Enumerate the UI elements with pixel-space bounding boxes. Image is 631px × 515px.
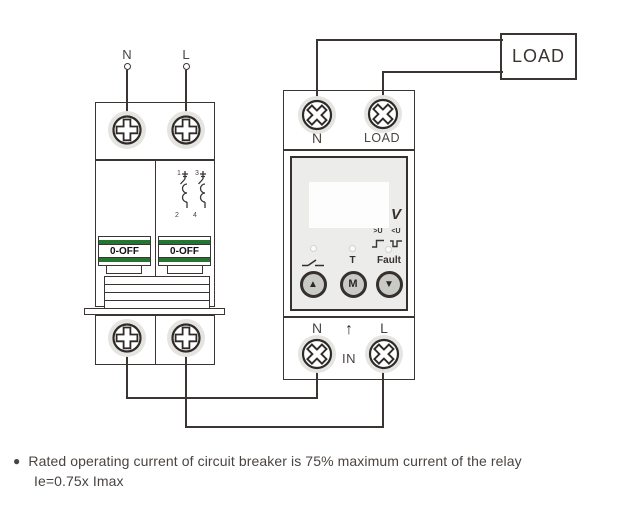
toggle-spacer xyxy=(159,262,210,265)
breaker-pole-divider xyxy=(155,160,156,276)
lcd-display xyxy=(309,182,389,228)
supply-l-terminal-icon xyxy=(182,63,190,70)
toggle-green-stripe xyxy=(159,240,210,244)
toggle-spacer xyxy=(99,262,150,265)
breaker-supply-l-label: L xyxy=(182,47,190,62)
breaker-toggle-left-label: 0-OFF xyxy=(99,244,150,258)
cross-screw-icon xyxy=(298,335,336,373)
fault-label: Fault xyxy=(377,255,401,266)
breaker-toggle-right: 0-OFF xyxy=(158,236,211,266)
bullet-icon: ● xyxy=(13,454,21,468)
tie-bar-line xyxy=(105,284,209,285)
relay-face-panel: V >U <U T Fault xyxy=(290,156,408,311)
cross-screw-icon xyxy=(298,96,336,134)
undervoltage-wave-icon xyxy=(390,240,402,248)
toggle-green-stripe xyxy=(159,258,210,262)
breaker-din-flange xyxy=(84,308,225,315)
pole-number-1: 1 xyxy=(177,170,181,177)
phillips-screw-icon xyxy=(167,319,205,357)
relay-bottom-n-label: N xyxy=(311,320,323,336)
toggle-spacer xyxy=(159,237,210,240)
input-arrow-icon: ↑ xyxy=(345,321,353,338)
breaker-tie-bar xyxy=(104,276,210,309)
breaker-toggle-left-step xyxy=(106,265,142,274)
note-line1: ● Rated operating current of circuit brea… xyxy=(13,451,625,471)
phillips-screw-icon xyxy=(108,111,146,149)
breaker-supply-n-label: N xyxy=(122,47,132,62)
overvoltage-wave-icon xyxy=(372,239,384,248)
pole-number-2: 2 xyxy=(175,212,179,219)
menu-button: M xyxy=(339,270,367,298)
timer-label: T xyxy=(349,255,356,266)
breaker-toggle-right-step xyxy=(167,265,203,274)
pole-number-4: 4 xyxy=(193,212,197,219)
contact-led-icon xyxy=(310,245,317,252)
relay-bottom-l-label: L xyxy=(380,320,388,336)
toggle-spacer xyxy=(99,237,150,240)
toggle-green-stripe xyxy=(99,240,150,244)
fault-led-icon xyxy=(385,246,392,253)
phillips-screw-icon xyxy=(167,111,205,149)
relay-in-label: IN xyxy=(342,351,356,366)
cross-screw-icon xyxy=(365,335,403,373)
down-button: ▼ xyxy=(375,270,403,298)
note-line2-text: Ie=0.75x Imax xyxy=(34,473,124,489)
voltage-unit-label: V xyxy=(390,206,401,223)
load-box: LOAD xyxy=(500,33,577,80)
breaker-toggle-right-label: 0-OFF xyxy=(159,244,210,258)
breaker-toggle-left: 0-OFF xyxy=(98,236,151,266)
note-line1-text: Rated operating current of circuit break… xyxy=(28,453,522,469)
phillips-screw-icon xyxy=(108,319,146,357)
breaker-pole-schematic-icon: 1 3 2 4 xyxy=(175,170,206,219)
overvoltage-symbol-text: >U xyxy=(373,228,383,235)
timer-led-icon xyxy=(349,245,356,252)
supply-n-terminal-icon xyxy=(123,63,131,70)
tie-bar-line xyxy=(105,300,209,301)
undervoltage-symbol-text: <U xyxy=(391,228,401,235)
toggle-green-stripe xyxy=(99,258,150,262)
breaker-bottom-divider xyxy=(155,315,156,365)
undervoltage-symbol: <U xyxy=(387,228,405,253)
up-button: ▲ xyxy=(299,270,327,298)
overvoltage-symbol: >U xyxy=(369,228,387,253)
relay-top-load-label: LOAD xyxy=(363,131,401,145)
tie-bar-line xyxy=(105,292,209,293)
relay-top-n-label: N xyxy=(311,130,323,146)
pole-number-3: 3 xyxy=(195,170,199,177)
relay-contact-icon xyxy=(302,259,324,267)
note: ● Rated operating current of circuit brea… xyxy=(13,451,625,491)
cross-screw-icon xyxy=(364,95,402,133)
